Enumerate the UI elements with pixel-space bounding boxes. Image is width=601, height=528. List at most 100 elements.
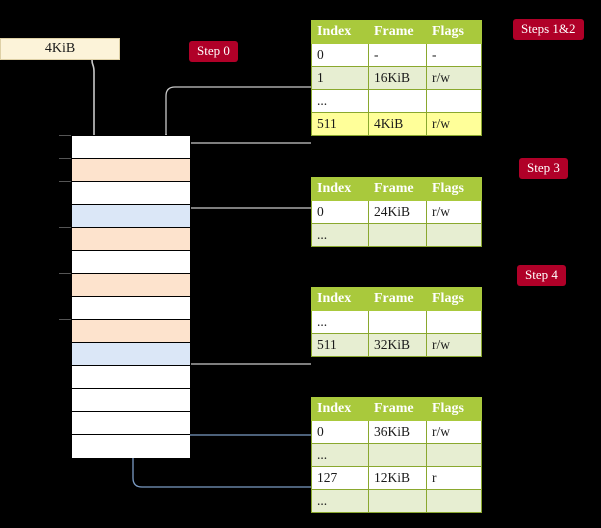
cell-index: 1 xyxy=(311,66,369,90)
source-frame-box: 4KiB xyxy=(0,38,120,60)
memory-frame-row xyxy=(72,343,190,366)
cell-frame: 16KiB xyxy=(368,66,427,90)
cell-index: ... xyxy=(311,489,369,513)
cell-frame: - xyxy=(368,43,427,67)
memory-row-tick xyxy=(59,319,71,320)
cell-flags: r/w xyxy=(426,333,482,357)
cell-frame xyxy=(368,89,427,113)
cell-frame: 36KiB xyxy=(368,420,427,444)
column-header-flags: Flags xyxy=(426,397,482,421)
cell-index: 511 xyxy=(311,333,369,357)
cell-index: ... xyxy=(311,310,369,334)
memory-frame-row xyxy=(72,435,190,458)
badge-step-0: Step 0 xyxy=(189,41,238,62)
column-header-index: Index xyxy=(311,177,369,201)
cell-flags: r/w xyxy=(426,420,482,444)
memory-frame-row xyxy=(72,297,190,320)
memory-row-tick xyxy=(59,135,71,136)
column-header-frame: Frame xyxy=(368,397,427,421)
physical-memory-column xyxy=(71,135,191,458)
column-header-index: Index xyxy=(311,287,369,311)
cell-index: 511 xyxy=(311,112,369,136)
cell-index: ... xyxy=(311,223,369,247)
table-row: 0-- xyxy=(311,43,482,67)
cell-frame xyxy=(368,443,427,467)
cell-index: ... xyxy=(311,89,369,113)
cell-frame: 4KiB xyxy=(368,112,427,136)
memory-frame-row xyxy=(72,228,190,251)
cell-flags xyxy=(426,443,482,467)
table-row: ... xyxy=(311,89,482,113)
memory-frame-row xyxy=(72,412,190,435)
cell-frame: 32KiB xyxy=(368,333,427,357)
cell-frame xyxy=(368,489,427,513)
column-header-frame: Frame xyxy=(368,177,427,201)
badge-steps-1-and-2: Steps 1&2 xyxy=(513,19,584,40)
cell-flags: r/w xyxy=(426,200,482,224)
cell-frame xyxy=(368,310,427,334)
memory-frame-row xyxy=(72,159,190,182)
memory-frame-row xyxy=(72,182,190,205)
cell-flags xyxy=(426,489,482,513)
cell-flags: r xyxy=(426,466,482,490)
cell-index: 127 xyxy=(311,466,369,490)
memory-frame-row xyxy=(72,136,190,159)
cell-index: 0 xyxy=(311,43,369,67)
column-header-index: Index xyxy=(311,20,369,44)
memory-frame-row xyxy=(72,366,190,389)
table-row: ... xyxy=(311,443,482,467)
column-header-frame: Frame xyxy=(368,287,427,311)
column-header-flags: Flags xyxy=(426,287,482,311)
memory-frame-row xyxy=(72,205,190,228)
cell-frame: 24KiB xyxy=(368,200,427,224)
memory-frame-row xyxy=(72,320,190,343)
cell-frame: 12KiB xyxy=(368,466,427,490)
memory-frame-row xyxy=(72,251,190,274)
table-row: ... xyxy=(311,310,482,334)
cell-flags: r/w xyxy=(426,112,482,136)
memory-row-tick xyxy=(59,181,71,182)
wire-pd-to-memory xyxy=(172,302,311,365)
badge-step-4: Step 4 xyxy=(517,265,566,286)
column-header-flags: Flags xyxy=(426,20,482,44)
cell-frame xyxy=(368,223,427,247)
memory-row-tick xyxy=(59,227,71,228)
table-row: ... xyxy=(311,223,482,247)
cell-index: ... xyxy=(311,443,369,467)
memory-row-tick xyxy=(59,273,71,274)
cell-flags xyxy=(426,310,482,334)
badge-step-3: Step 3 xyxy=(519,158,568,179)
cell-flags: - xyxy=(426,43,482,67)
column-header-flags: Flags xyxy=(426,177,482,201)
cell-flags xyxy=(426,89,482,113)
column-header-index: Index xyxy=(311,397,369,421)
memory-frame-row xyxy=(72,274,190,297)
cell-flags: r/w xyxy=(426,66,482,90)
cell-index: 0 xyxy=(311,420,369,444)
memory-row-tick xyxy=(59,158,71,159)
cell-index: 0 xyxy=(311,200,369,224)
cell-flags xyxy=(426,223,482,247)
